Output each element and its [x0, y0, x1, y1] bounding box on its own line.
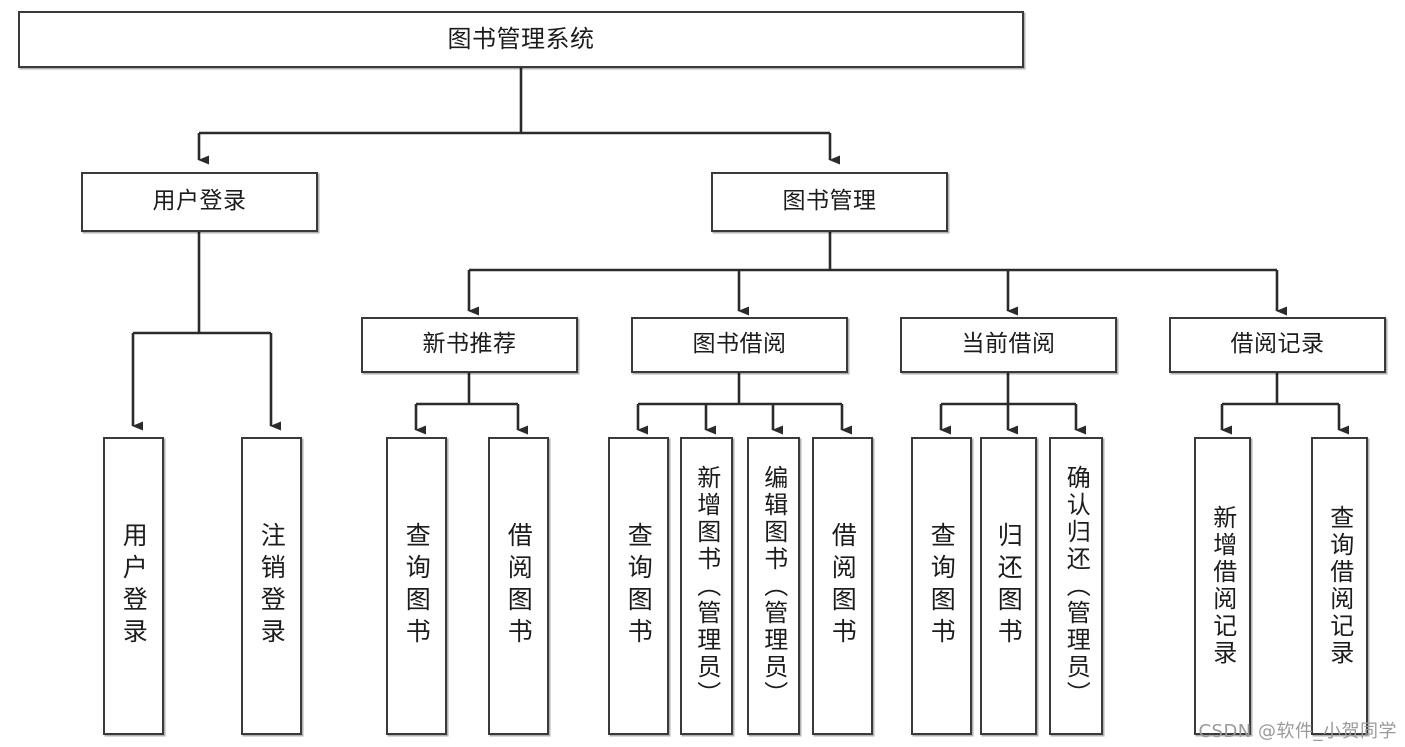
node-label: 借阅图书 — [828, 522, 858, 650]
leaf-records-query-record[interactable]: 查询借阅记录 — [1311, 437, 1368, 735]
node-label: 查询图书 — [402, 522, 432, 650]
leaf-borrow-query-books[interactable]: 查询图书 — [608, 437, 669, 735]
node-label: 查询借阅记录 — [1325, 505, 1354, 667]
node-book-management[interactable]: 图书管理 — [711, 172, 948, 232]
node-label: 查询图书 — [624, 522, 654, 650]
node-label: 用户登录 — [152, 188, 247, 215]
leaf-user-login-signout[interactable]: 注销登录 — [241, 437, 302, 735]
leaf-borrow-borrow-books[interactable]: 借阅图书 — [812, 437, 873, 735]
node-book-borrowing[interactable]: 图书借阅 — [631, 317, 848, 373]
leaf-current-query-books[interactable]: 查询图书 — [911, 437, 972, 735]
node-user-login[interactable]: 用户登录 — [81, 172, 318, 232]
node-label: 借阅记录 — [1230, 331, 1325, 358]
node-label: 查询图书 — [927, 522, 957, 650]
csdn-watermark: CSDN @软件_小贺同学 — [1198, 721, 1397, 742]
node-label: 新书推荐 — [422, 331, 517, 358]
leaf-records-add-record[interactable]: 新增借阅记录 — [1194, 437, 1251, 735]
leaf-current-confirm-return-admin[interactable]: 确认归还（管理员） — [1049, 437, 1103, 735]
node-label: 图书管理 — [782, 188, 877, 215]
node-label: 图书借阅 — [692, 331, 787, 358]
node-label: 编辑图书（管理员） — [759, 464, 788, 708]
node-label: 图书管理系统 — [447, 25, 595, 54]
node-label: 新增图书（管理员） — [692, 464, 721, 708]
leaf-current-return-books[interactable]: 归还图书 — [980, 437, 1037, 735]
leaf-borrow-edit-book-admin[interactable]: 编辑图书（管理员） — [747, 437, 800, 735]
leaf-new-book-query-books[interactable]: 查询图书 — [386, 437, 447, 735]
leaf-borrow-add-book-admin[interactable]: 新增图书（管理员） — [680, 437, 733, 735]
node-label: 新增借阅记录 — [1208, 505, 1237, 667]
node-root-book-management-system[interactable]: 图书管理系统 — [18, 11, 1024, 68]
node-label: 用户登录 — [119, 522, 149, 650]
node-label: 归还图书 — [994, 522, 1024, 650]
leaf-new-book-borrow-books[interactable]: 借阅图书 — [488, 437, 549, 735]
node-current-borrowing[interactable]: 当前借阅 — [900, 317, 1117, 373]
node-label: 确认归还（管理员） — [1062, 464, 1091, 708]
node-new-book-recommendation[interactable]: 新书推荐 — [361, 317, 578, 373]
node-label: 借阅图书 — [504, 522, 534, 650]
node-label: 当前借阅 — [961, 331, 1056, 358]
node-borrowing-records[interactable]: 借阅记录 — [1169, 317, 1386, 373]
node-label: 注销登录 — [257, 522, 287, 650]
leaf-user-login-signin[interactable]: 用户登录 — [103, 437, 164, 735]
